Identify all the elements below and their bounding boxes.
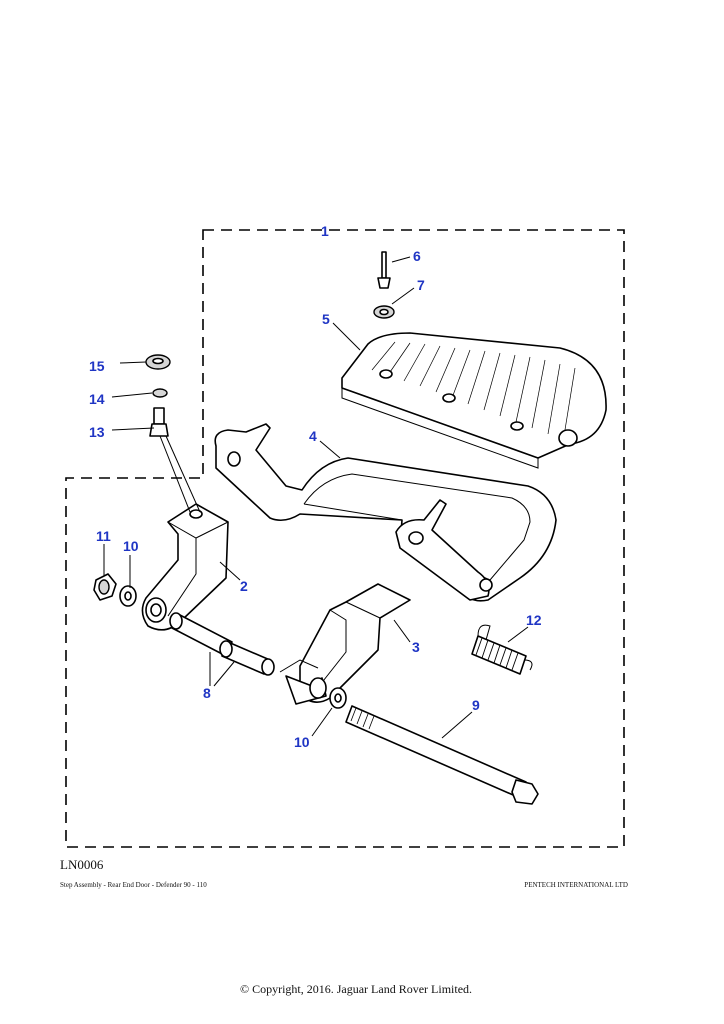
assembly-boundary — [65, 229, 625, 848]
small-bolt — [149, 407, 169, 437]
callout-4: 4 — [309, 428, 317, 444]
hinge-bracket-left — [141, 503, 229, 631]
diagram-caption: Step Assembly - Rear End Door - Defender… — [60, 881, 207, 889]
washer-left — [119, 585, 137, 607]
callout-6: 6 — [413, 248, 421, 264]
callout-3: 3 — [412, 639, 420, 655]
callout-2: 2 — [240, 578, 248, 594]
return-spring — [471, 624, 533, 675]
callout-13: 13 — [89, 424, 105, 440]
callout-12: 12 — [526, 612, 542, 628]
callout-8: 8 — [203, 685, 211, 701]
callout-11: 11 — [96, 528, 111, 544]
rivet — [377, 251, 391, 289]
bushes — [169, 612, 275, 676]
step-frame — [214, 423, 557, 602]
callout-10-right: 10 — [294, 734, 310, 750]
publisher-name: PENTECH INTERNATIONAL LTD — [524, 881, 628, 889]
leader-lines — [103, 256, 529, 739]
callout-7: 7 — [417, 277, 425, 293]
callout-15: 15 — [89, 358, 105, 374]
nut — [93, 573, 117, 601]
callout-9: 9 — [472, 697, 480, 713]
pivot-bolt — [345, 705, 539, 805]
callout-1: 1 — [321, 223, 329, 239]
callout-5: 5 — [322, 311, 330, 327]
callout-14: 14 — [89, 391, 105, 407]
copyright-notice: © Copyright, 2016. Jaguar Land Rover Lim… — [239, 982, 473, 996]
callout-10-left: 10 — [123, 538, 139, 554]
hinge-bracket-right — [279, 583, 411, 705]
washer-right — [329, 687, 347, 709]
step-tread-plate — [341, 332, 607, 469]
drawing-code: LN0006 — [60, 857, 104, 872]
plain-washer — [145, 354, 171, 370]
spring-washer — [152, 388, 168, 398]
